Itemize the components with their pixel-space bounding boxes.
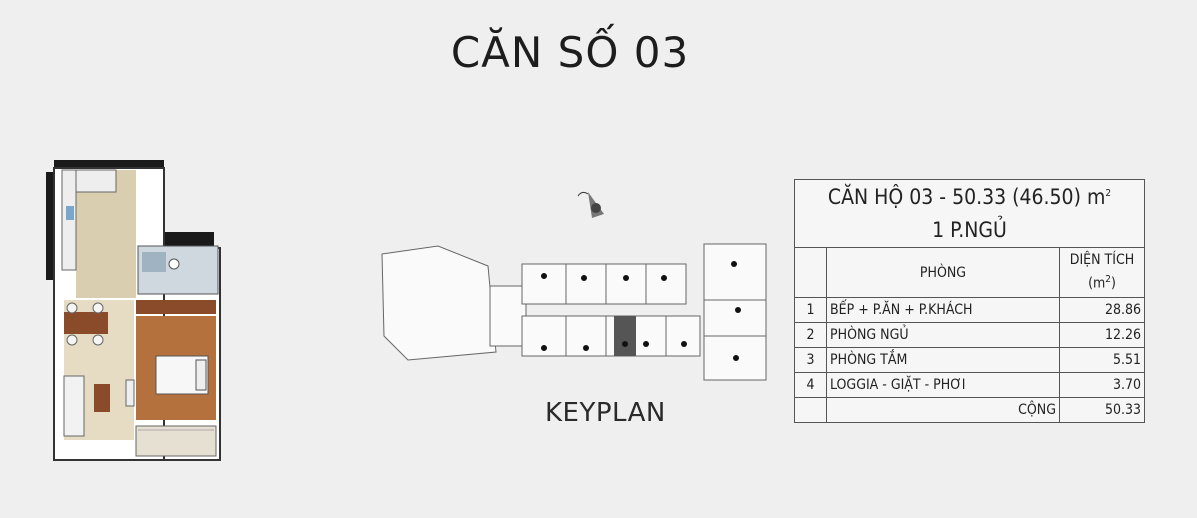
area-table: CĂN HỘ 03 - 50.33 (46.50) m2 1 P.NGỦ PHÒ…	[794, 179, 1145, 423]
table-row: 2 PHÒNG NGỦ 12.26	[794, 322, 1145, 348]
table-row: 3 PHÒNG TẮM 5.51	[794, 347, 1145, 373]
page-title: CĂN SỐ 03	[450, 28, 690, 77]
header-blank	[794, 247, 827, 298]
table-title: CĂN HỘ 03 - 50.33 (46.50) m2	[794, 179, 1145, 214]
header-room: PHÒNG	[826, 247, 1060, 298]
table-total-row: CỘNG 50.33	[794, 397, 1145, 423]
keyplan-label: KEYPLAN	[545, 398, 666, 428]
table-subtitle: 1 P.NGỦ	[794, 213, 1145, 248]
keyplan-drawing	[381, 191, 767, 381]
total-value: 50.33	[1059, 397, 1145, 423]
floor-plan-drawing	[46, 160, 221, 461]
highlighted-unit	[614, 316, 636, 356]
compass-icon	[577, 191, 604, 218]
table-row: 1 BẾP + P.ĂN + P.KHÁCH 28.86	[794, 297, 1145, 323]
header-area: DIỆN TÍCH (m2)	[1059, 247, 1145, 298]
total-label: CỘNG	[826, 397, 1060, 423]
table-row: 4 LOGGIA - GIẶT - PHƠI 3.70	[794, 372, 1145, 398]
